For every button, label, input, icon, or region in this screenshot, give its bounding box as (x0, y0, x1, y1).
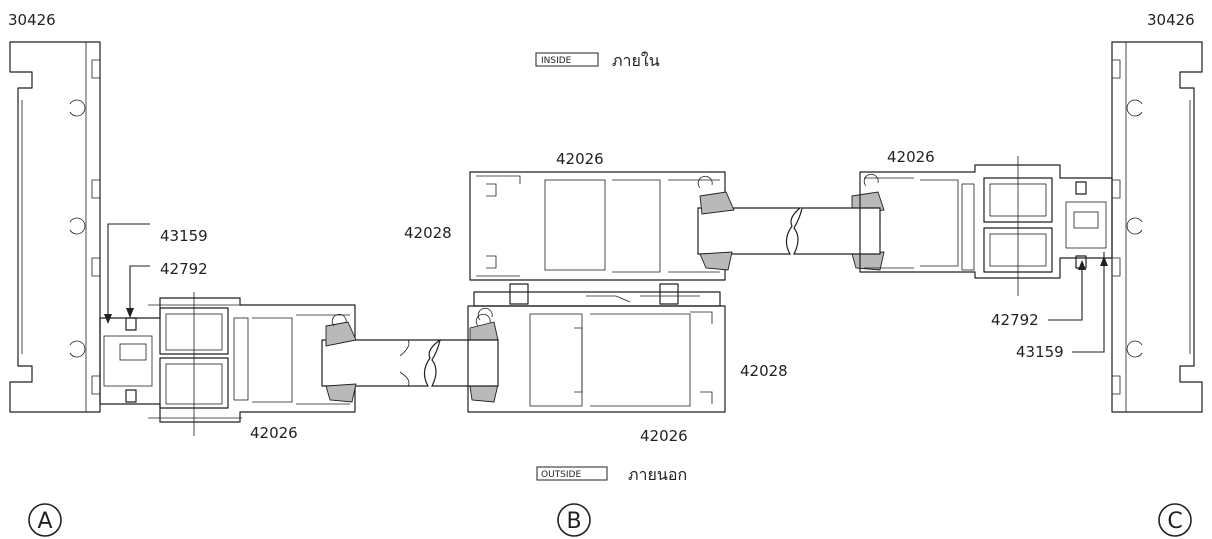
inside-tag: INSIDE (541, 56, 572, 66)
right-frame-profile (1111, 41, 1203, 413)
detail-b-letter: B (566, 509, 581, 534)
inside-thai-label: ภายใน (612, 51, 660, 70)
leaders (104, 223, 1108, 353)
sash-b-lower (467, 291, 726, 413)
sash-b-upper (469, 171, 726, 305)
label-b-upper-42026: 42026 (556, 150, 604, 168)
outside-tag: OUTSIDE (541, 470, 581, 480)
label-b-lower-42028: 42028 (740, 362, 788, 380)
label-c-42792: 42792 (991, 311, 1039, 329)
sash-c (859, 156, 1113, 296)
detail-c-letter: C (1167, 509, 1182, 534)
label-b-lower-42026: 42026 (640, 427, 688, 445)
inside-tag-box (535, 52, 599, 67)
label-a-42792: 42792 (160, 260, 208, 278)
detail-marker-a: A (28, 503, 62, 537)
outside-thai-label: ภายนอก (628, 465, 687, 484)
label-b-upper-42028: 42028 (404, 224, 452, 242)
label-c-42026: 42026 (887, 148, 935, 166)
outside-tag-box (536, 466, 608, 481)
label-30426-right: 30426 (1147, 11, 1195, 29)
label-a-42026: 42026 (250, 424, 298, 442)
detail-marker-c: C (1158, 503, 1192, 537)
glass-a (321, 313, 499, 403)
detail-marker-b: B (557, 503, 591, 537)
sash-a (99, 292, 356, 436)
glass-b-upper (697, 191, 885, 271)
detail-a-letter: A (37, 509, 52, 534)
left-frame-profile (9, 41, 101, 413)
label-30426-left: 30426 (8, 11, 56, 29)
label-a-43159: 43159 (160, 227, 208, 245)
label-c-43159: 43159 (1016, 343, 1064, 361)
